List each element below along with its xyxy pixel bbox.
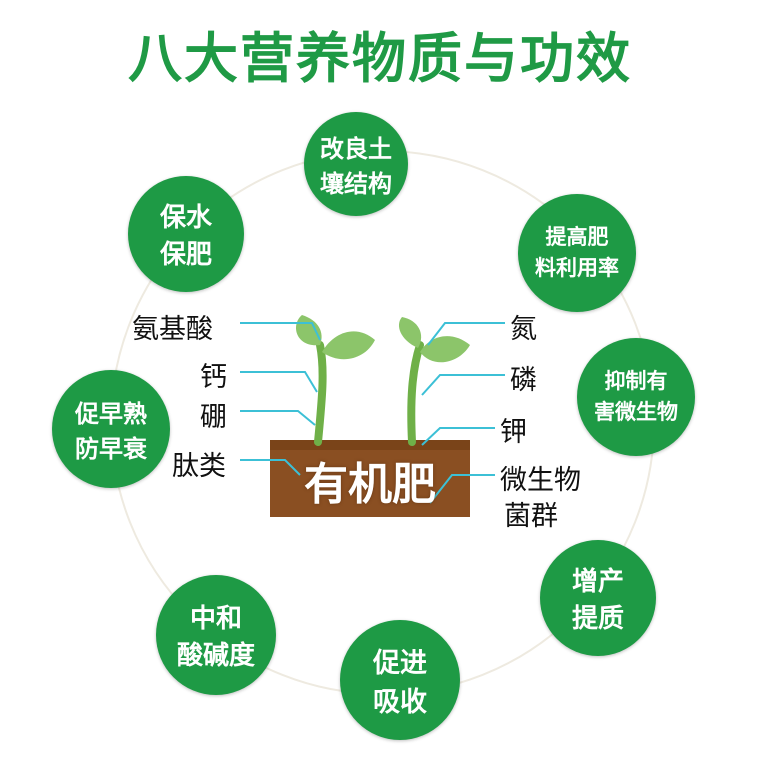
page-title: 八大营养物质与功效 [128, 27, 632, 90]
left-seedling-stem [314, 341, 327, 446]
nutrient-label-boron: 硼 [200, 402, 227, 433]
leader-line-nitrogen [427, 322, 505, 346]
benefit-line1: 中和 [189, 604, 242, 634]
benefit-line1: 促进 [373, 648, 427, 679]
soil-top [270, 440, 470, 450]
benefit-node-yield-quality: 增产 提质 [540, 540, 656, 656]
soil-block [270, 440, 470, 517]
leader-line-potassium [421, 427, 495, 446]
benefit-line2: 提质 [571, 604, 624, 634]
benefit-node-water-retention: 保水 保肥 [128, 176, 244, 292]
benefit-node-early-ripening: 促早熟 防早衰 [52, 370, 170, 488]
leader-line-amino [240, 322, 321, 341]
benefit-line2: 酸碱度 [176, 641, 255, 671]
nutrient-label-calcium: 钙 [200, 362, 227, 393]
benefit-line2: 防早衰 [75, 435, 147, 463]
right-seedling-stem [407, 341, 424, 446]
leader-line-microbe [429, 474, 495, 504]
benefit-line1: 促早熟 [75, 400, 147, 428]
benefit-line1: 抑制有 [604, 368, 668, 393]
benefit-line1: 增产 [571, 567, 624, 597]
left-seedling-leaf-left [296, 315, 322, 346]
benefit-line2: 壤结构 [320, 170, 392, 198]
leader-line-phosphorus [421, 374, 505, 396]
nutrient-label-peptide: 肽类 [172, 451, 226, 482]
nutrient-label-amino-acid: 氨基酸 [132, 314, 213, 345]
benefit-node-fertilizer-efficiency: 提高肥 料利用率 [518, 194, 636, 312]
right-seedling-leaf-right [420, 336, 470, 363]
center-label: 有机肥 [304, 459, 436, 510]
nutrient-label-nitrogen: 氮 [510, 314, 537, 345]
right-seedling-leaf-left [398, 317, 422, 348]
left-seedling-leaf-right [322, 331, 375, 360]
benefit-line2: 吸收 [373, 687, 427, 718]
benefit-line2: 保肥 [159, 240, 212, 270]
benefit-line1: 提高肥 [545, 224, 609, 249]
benefit-line1: 改良土 [320, 135, 392, 163]
nutrient-label-phosphorus: 磷 [510, 365, 537, 396]
leader-line-boron [240, 410, 316, 426]
benefit-node-ph-balance: 中和 酸碱度 [156, 575, 276, 695]
benefit-line2: 害微生物 [594, 400, 678, 424]
benefit-line2: 料利用率 [535, 256, 619, 280]
nutrient-label-colony: 菌群 [504, 501, 558, 532]
nutrient-label-potassium: 钾 [500, 417, 527, 448]
leader-line-calcium [240, 371, 318, 393]
benefit-node-absorption: 促进 吸收 [340, 620, 460, 740]
benefit-node-soil-structure: 改良土 壤结构 [304, 112, 408, 216]
leader-line-peptide [240, 459, 301, 476]
benefit-line1: 保水 [159, 203, 212, 233]
benefit-node-inhibit-microbes: 抑制有 害微生物 [577, 338, 695, 456]
nutrient-label-microbe: 微生物 [500, 465, 581, 496]
